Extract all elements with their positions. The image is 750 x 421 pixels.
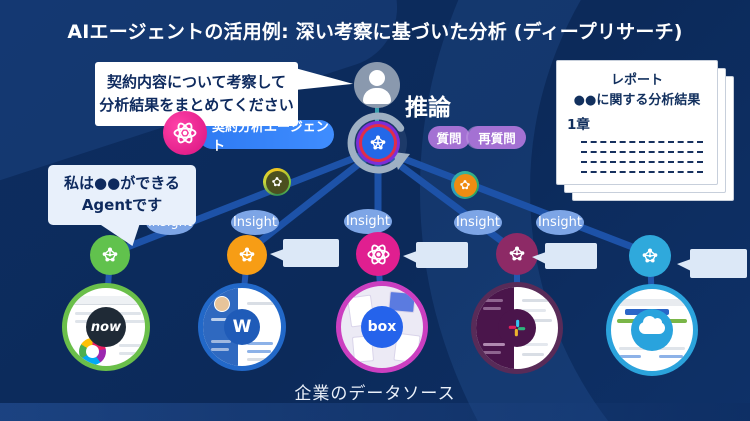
- request-line-1: 契約内容について考察して: [106, 72, 287, 91]
- salesforce-cloud-logo: [631, 309, 673, 351]
- salesforce-screenshot: [606, 284, 698, 376]
- insight-label: Insight: [454, 210, 502, 235]
- box-screenshot: box: [336, 281, 428, 373]
- cycle-arrow-icon: [347, 112, 410, 174]
- report-dashed-line: [581, 151, 703, 153]
- insight-label: Insight: [344, 209, 392, 234]
- report-dashed-line: [581, 171, 703, 173]
- intro-line-2: Agentです: [81, 196, 163, 214]
- requestion-pill: 再質問: [468, 126, 526, 149]
- insight-label: Insight: [536, 210, 584, 235]
- network-icon: [272, 177, 282, 187]
- insight-label: Insight: [231, 210, 279, 235]
- sub-agent-cyan-icon: [629, 235, 671, 277]
- intro-line-1: 私は●●ができる: [64, 174, 180, 193]
- report-title: レポート: [610, 73, 663, 88]
- agent-callout-bubble: [403, 242, 468, 268]
- background-band: [0, 403, 750, 421]
- contract-agent-atom-icon: [163, 111, 207, 155]
- report-dashed-line: [581, 161, 703, 163]
- agent-callout-bubble: [532, 243, 597, 269]
- sub-agent-purple-icon: [496, 233, 538, 275]
- atom-icon: [173, 122, 197, 144]
- ui-topbar: [67, 296, 145, 305]
- reasoning-label: 推論: [405, 95, 451, 121]
- workday-logo: W: [224, 309, 260, 345]
- sub-agent-pink-atom-icon: [356, 232, 400, 276]
- agent-callout-bubble: [677, 249, 747, 278]
- box-logo: box: [361, 306, 403, 348]
- agent-intro-bubble: 私は●●ができる Agentです: [48, 165, 196, 225]
- report-subtitle: ●●に関する分析結果: [573, 93, 701, 108]
- slack-pinwheel-icon: [508, 319, 526, 337]
- avatar: [214, 296, 230, 312]
- report-chapter-heading: 1章: [567, 117, 590, 133]
- data-sources-label: 企業のデータソース: [294, 384, 456, 404]
- sub-agent-olive-icon: [263, 168, 291, 196]
- sub-agent-orange-icon: [227, 235, 267, 275]
- report-card: レポート ●●に関する分析結果 1章: [556, 60, 718, 185]
- servicenow-screenshot: now: [62, 283, 150, 371]
- report-dashed-line: [581, 141, 703, 143]
- agent-callout-bubble: [270, 239, 339, 267]
- slack-logo: [498, 309, 536, 347]
- reasoning-hub: [356, 121, 400, 165]
- hub-core: [362, 127, 394, 159]
- user-person-icon: [354, 62, 400, 108]
- sub-agent-green-icon: [90, 235, 130, 275]
- page-title: AIエージェントの活用例: 深い考察に基づいた分析 (ディープリサーチ): [67, 21, 683, 43]
- cloud-icon: [639, 316, 665, 334]
- question-pill: 質問: [428, 126, 470, 149]
- network-icon: [370, 135, 386, 150]
- sub-agent-orange-small-icon: [451, 171, 479, 199]
- servicenow-logo: now: [86, 307, 126, 347]
- workday-screenshot: W: [198, 283, 286, 371]
- hub-red-ring: [359, 124, 397, 162]
- request-line-2: 分析結果をまとめてください: [99, 96, 294, 114]
- network-icon: [460, 180, 470, 190]
- slack-screenshot: [471, 282, 563, 374]
